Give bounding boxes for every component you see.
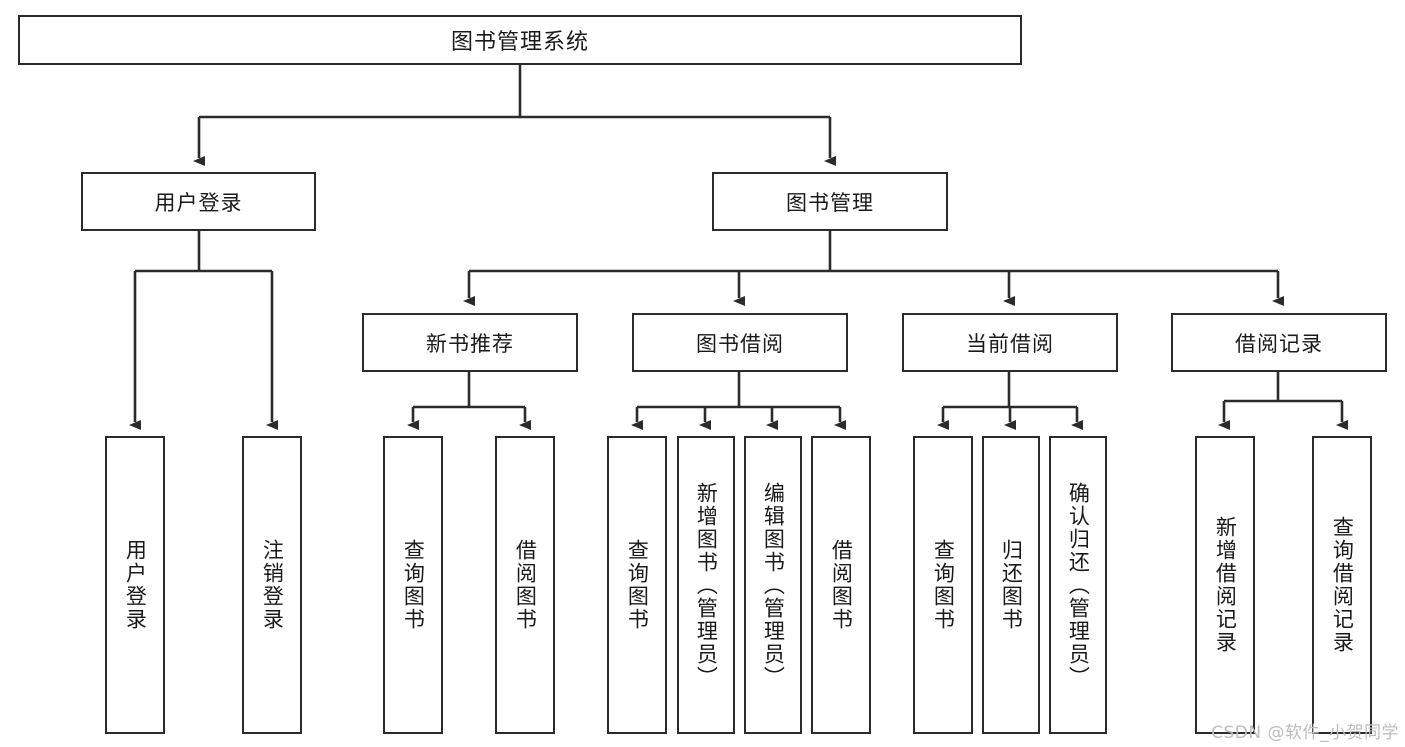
leaf-label: 归还图书 [999,539,1024,631]
leaf-label: 查询图书 [625,539,650,631]
leaf-query-book-recommend[interactable]: 查询图书 [383,436,443,734]
leaf-label: 借阅图书 [829,539,854,631]
node-current-borrow[interactable]: 当前借阅 [902,313,1118,372]
leaf-borrow-book-recommend[interactable]: 借阅图书 [495,436,555,734]
leaf-label: 查询图书 [401,539,426,631]
leaf-return-book[interactable]: 归还图书 [982,436,1040,734]
root-node-book-management-system[interactable]: 图书管理系统 [18,15,1022,65]
leaf-query-borrow-record[interactable]: 查询借阅记录 [1312,436,1372,734]
leaf-add-book-admin[interactable]: 新增图书（管理员） [677,436,735,734]
leaf-query-book-borrow[interactable]: 查询图书 [607,436,667,734]
node-borrow-record[interactable]: 借阅记录 [1171,313,1387,372]
leaf-label: 编辑图书（管理员） [761,481,786,689]
leaf-label: 新增图书（管理员） [694,481,719,689]
node-user-login[interactable]: 用户登录 [81,172,316,231]
leaf-confirm-return-admin[interactable]: 确认归还（管理员） [1049,436,1107,734]
leaf-add-borrow-record[interactable]: 新增借阅记录 [1195,436,1255,734]
leaf-label: 新增借阅记录 [1213,516,1238,654]
leaf-label: 确认归还（管理员） [1066,481,1091,689]
node-book-management[interactable]: 图书管理 [712,172,948,231]
leaf-label: 用户登录 [123,539,148,631]
node-new-book-recommend[interactable]: 新书推荐 [362,313,578,372]
leaf-edit-book-admin[interactable]: 编辑图书（管理员） [744,436,802,734]
leaf-label: 借阅图书 [513,539,538,631]
leaf-logout-action[interactable]: 注销登录 [242,436,302,734]
leaf-label: 查询图书 [931,539,956,631]
leaf-borrow-book-borrow[interactable]: 借阅图书 [811,436,871,734]
node-book-borrow[interactable]: 图书借阅 [632,313,848,372]
leaf-user-login-action[interactable]: 用户登录 [105,436,165,734]
leaf-label: 注销登录 [260,539,285,631]
leaf-label: 查询借阅记录 [1330,516,1355,654]
watermark: CSDN @软件_小贺同学 [1211,723,1399,743]
leaf-query-book-current[interactable]: 查询图书 [913,436,973,734]
